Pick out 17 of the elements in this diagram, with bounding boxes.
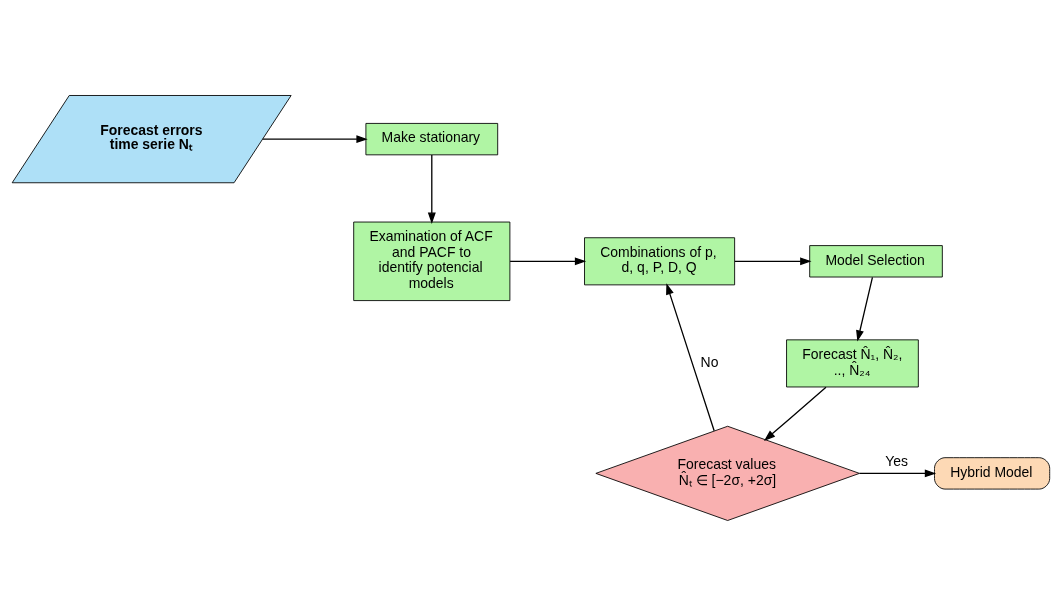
arrow xyxy=(666,282,715,431)
arrow xyxy=(262,134,368,143)
arrow xyxy=(856,276,874,342)
arrow xyxy=(427,153,436,224)
node-box: Examination of ACF and PACF to identify potencial models xyxy=(353,221,511,301)
arrow xyxy=(509,256,587,265)
node-box: Model Selection xyxy=(809,244,943,277)
arrow xyxy=(734,256,812,265)
node-diamond: Forecast values N̂ₜ ∈ [−2σ, +2σ] xyxy=(595,425,860,521)
edge-label: No xyxy=(700,353,719,370)
node-box: Forecast N̂₁, N̂₂, .., N̂₂₄ xyxy=(786,338,919,387)
node-box: Hybrid Model xyxy=(934,456,1051,490)
edge-label: Yes xyxy=(885,452,908,469)
arrow xyxy=(763,386,827,441)
node-box: Make stationary xyxy=(365,122,499,155)
node-box: Combinations of p, d, q, P, D, Q xyxy=(584,236,736,285)
arrow xyxy=(858,468,937,477)
